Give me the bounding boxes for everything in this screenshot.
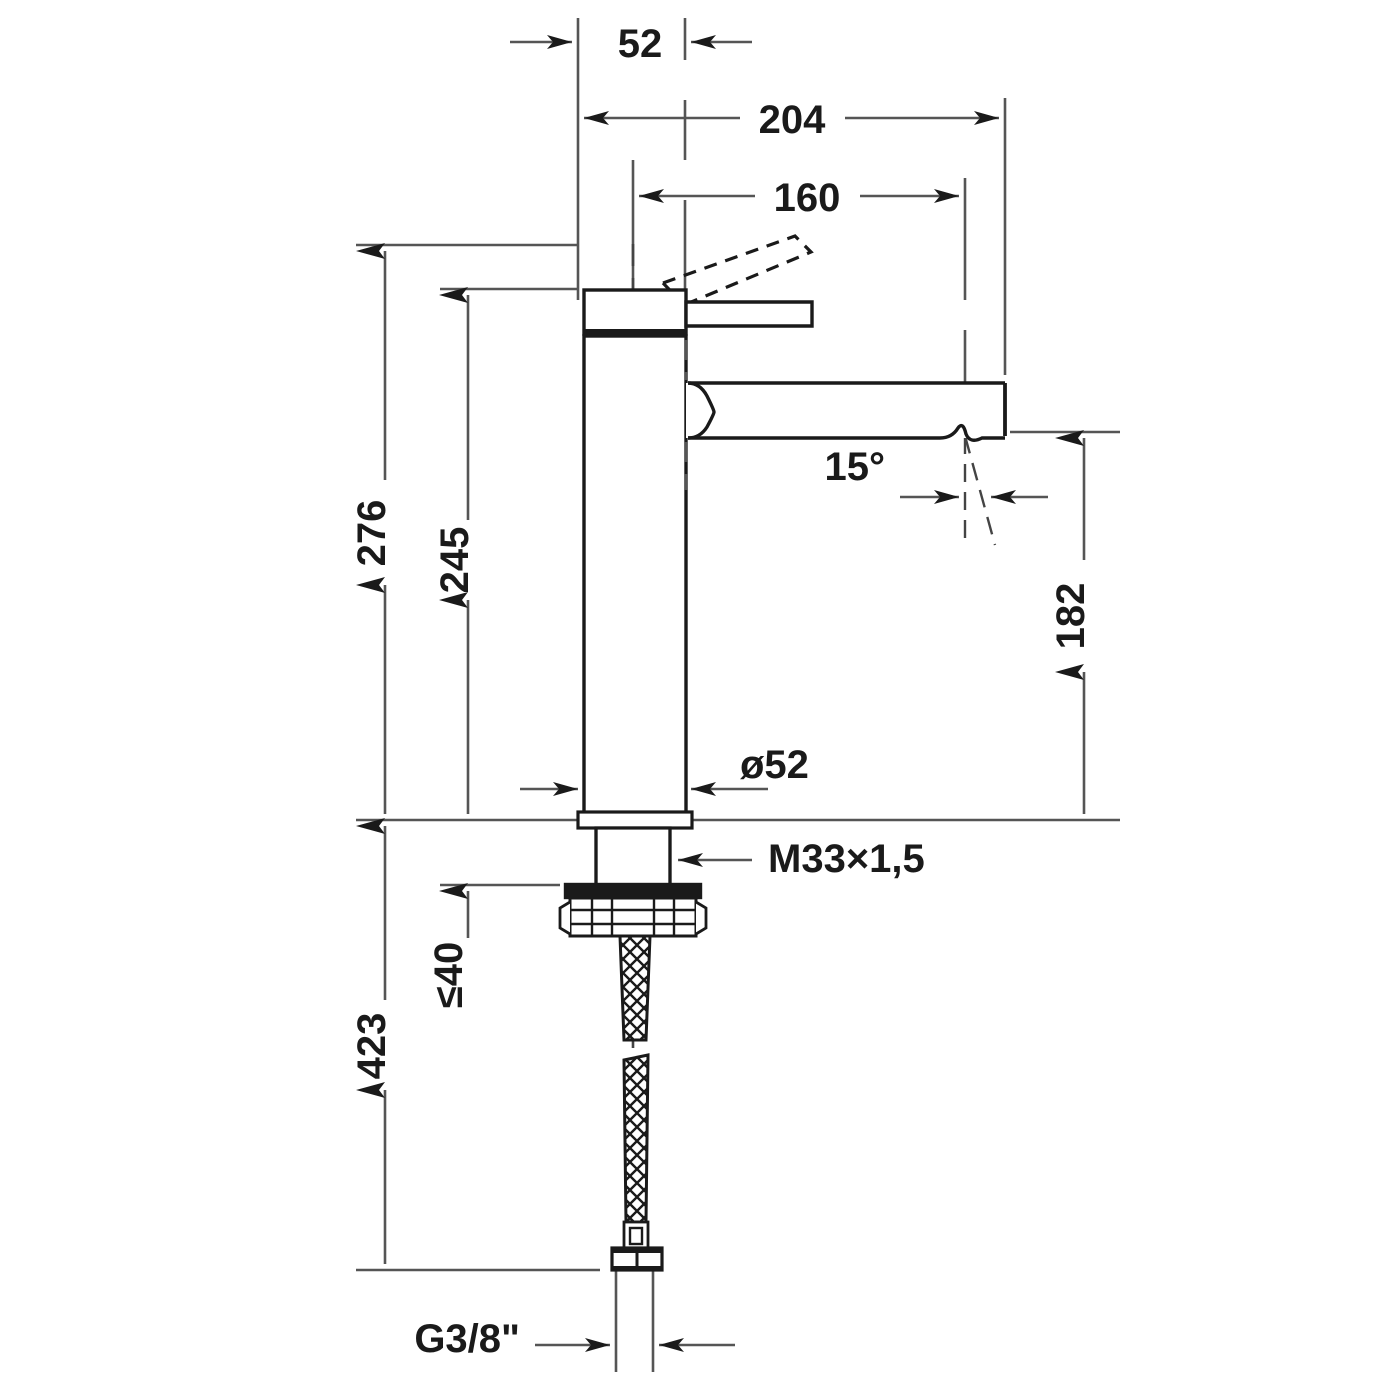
dim-label-thread: M33×1,5 [768,837,925,881]
flex-hose-lower [622,1053,650,1224]
spout-arm [686,381,1007,442]
mounting-nut [558,896,708,938]
threaded-shank [594,826,672,892]
flex-hose-upper [618,934,652,1042]
dimension-204: 204 [584,98,999,142]
dim-label-204: 204 [759,98,826,142]
dimension-245: 245 [433,287,578,814]
mounting-washer-plate [563,882,703,900]
base-flange [576,810,694,830]
dim-label-deck-thickness: ≤40 [427,942,471,1008]
dimension-swivel-angle: 15° [825,435,1048,546]
extension-lines [576,18,1007,430]
dim-label-swivel-angle: 15° [825,445,886,489]
lever-handle [684,300,814,328]
dimension-diameter-52: ø52 [520,743,809,796]
dimension-276: 276 [350,243,578,814]
hose-end-fitting [610,1220,664,1272]
handle-cap [582,288,688,336]
dim-label-276: 276 [350,500,394,567]
dimension-423: 423 [350,818,600,1272]
dim-label-182: 182 [1049,583,1093,650]
dim-label-423: 423 [350,1013,394,1080]
faucet-body-column [582,334,688,818]
dimension-52: 52 [510,22,752,66]
dimension-160: 160 [639,176,959,220]
dimension-182: 182 [1010,430,1120,814]
dim-label-160: 160 [774,176,841,220]
dim-label-52: 52 [618,22,663,66]
dimension-thread: M33×1,5 [678,837,925,881]
dim-label-245: 245 [433,527,477,594]
dim-label-hose-connection: G3/8" [414,1317,520,1361]
dimension-hose-connection: G3/8" [414,1263,735,1372]
dim-label-diameter-52: ø52 [740,743,809,787]
dimension-deck-thickness: ≤40 [427,883,560,1008]
